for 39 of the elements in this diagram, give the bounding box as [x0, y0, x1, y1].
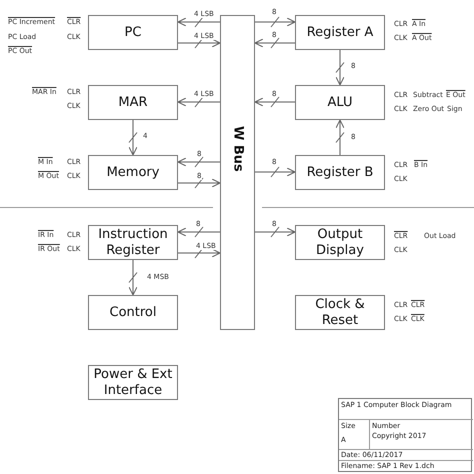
block-label: Control	[110, 304, 156, 320]
arrow	[254, 226, 296, 238]
arrow	[335, 50, 345, 86]
block-label: Memory	[106, 164, 160, 180]
block-label: Instruction Register	[97, 226, 169, 258]
register-box	[88, 85, 178, 120]
clock-box	[295, 295, 385, 330]
block-label: ALU	[327, 94, 352, 110]
bus-bar	[220, 15, 255, 330]
arrow	[128, 120, 138, 156]
arrow	[178, 178, 221, 188]
arrow	[177, 96, 220, 108]
block-label: W Bus	[230, 126, 246, 172]
block-label: Clock & Reset	[314, 296, 366, 328]
block-label: Power & Ext Interface	[92, 366, 174, 398]
block-label: Output Display	[315, 226, 365, 258]
arrow	[254, 16, 296, 28]
arrow	[177, 156, 220, 168]
arrow	[178, 248, 221, 258]
block-label: MAR	[118, 94, 148, 110]
register-box	[295, 155, 385, 190]
block-label: Register B	[306, 164, 374, 180]
arrow	[254, 166, 296, 178]
block-label: Register A	[306, 24, 374, 40]
register-box	[295, 15, 385, 50]
arrow	[254, 38, 296, 48]
arrow	[177, 16, 220, 28]
block-label: PC	[124, 24, 142, 40]
display-box	[295, 225, 385, 260]
alu-box	[295, 85, 385, 120]
register-box	[88, 225, 178, 260]
control-box	[88, 295, 178, 330]
arrow	[335, 119, 345, 156]
arrow	[128, 260, 138, 296]
arrow	[177, 226, 220, 238]
memory-box	[88, 155, 178, 190]
arrow	[254, 96, 296, 108]
register-box	[88, 15, 178, 50]
arrow	[178, 38, 221, 48]
